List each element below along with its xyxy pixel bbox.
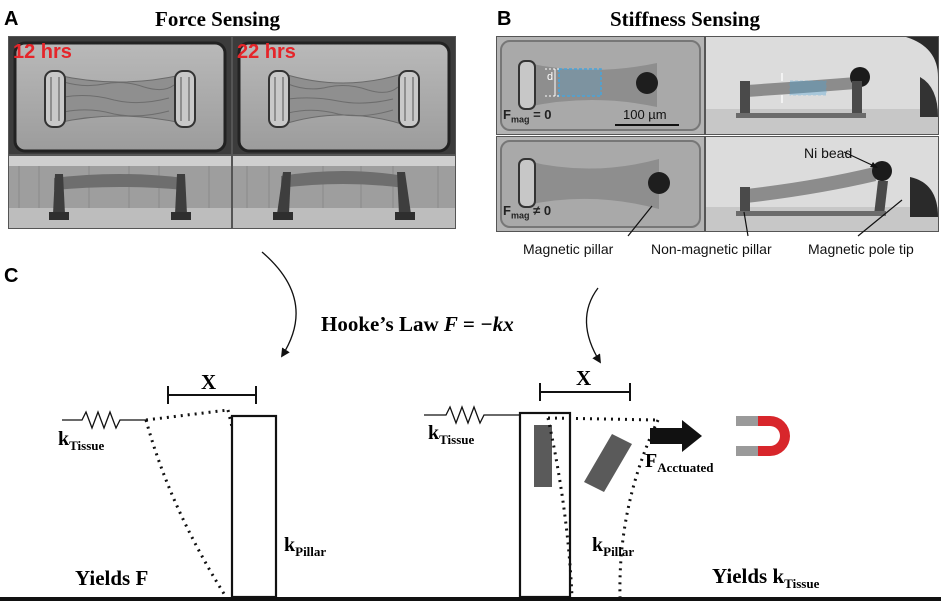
fmag-symbol: F: [503, 107, 511, 122]
horseshoe-magnet-icon: [758, 416, 790, 456]
time-label-22hrs: 22 hrs: [237, 41, 296, 63]
tissue-spring-right: [424, 405, 520, 425]
f-actuated-symbol: F: [645, 450, 658, 472]
left-schematic: [62, 386, 278, 599]
fmag-sub: mag: [510, 210, 530, 221]
fmag-zero-label: Fmag = 0: [503, 107, 552, 125]
fmag-nonzero-label: Fmag ≠ 0: [503, 203, 551, 221]
k-pillar-right-label: kPillar: [592, 534, 634, 560]
micrograph-fmag-zero-side-image: [706, 37, 938, 134]
panel-b-letter: B: [497, 8, 512, 30]
non-magnetic-pillar-label: Non-magnetic pillar: [651, 241, 772, 257]
magnet-pole-bottom: [736, 446, 758, 456]
micrograph-12hrs-side: [8, 155, 232, 229]
k-tissue-right-label: kTissue: [428, 422, 474, 448]
micrograph-12hrs-side-image: [9, 156, 231, 228]
pillar-rest-left: [230, 414, 278, 599]
k-tissue-sub: Tissue: [69, 438, 105, 453]
k-symbol: k: [428, 422, 440, 444]
yields-k-tissue-label: Yields kTissue: [712, 564, 819, 592]
hookes-law-formula: F = −kx: [443, 312, 514, 336]
actuation-force-arrow: [650, 420, 702, 452]
deflected-pillar-top: [145, 408, 229, 422]
micrograph-22hrs-top: 22 hrs: [232, 36, 456, 155]
fmag-zero-value: = 0: [533, 107, 552, 122]
magnet-pole-top: [736, 416, 758, 426]
micrograph-fmag-zero-top: d Fmag = 0 100 µm: [496, 36, 705, 135]
x-label-left: X: [201, 370, 217, 394]
hookes-law-prefix: Hooke’s Law: [321, 312, 444, 336]
x-label-right: X: [576, 366, 592, 390]
k-pillar-sub: Pillar: [603, 544, 635, 559]
curved-arrow-left: [261, 251, 297, 358]
magnetic-pillar-label: Magnetic pillar: [523, 241, 614, 257]
k-symbol: k: [284, 534, 296, 556]
panel-a-letter: A: [4, 8, 19, 30]
deflected-pillar-right-right-edge: [618, 419, 660, 598]
d-label: d: [547, 71, 554, 83]
micrograph-12hrs-top-image: [9, 37, 231, 154]
micrograph-22hrs-side: [232, 155, 456, 229]
k-pillar-sub: Pillar: [295, 544, 327, 559]
k-pillar-left-label: kPillar: [284, 534, 326, 560]
right-schematic: [424, 383, 790, 599]
k-tissue-left-label: kTissue: [58, 428, 104, 454]
f-actuated-sub: Acctuated: [657, 460, 714, 475]
panel-c-letter: C: [4, 265, 19, 287]
f-actuated-label: FAcctuated: [645, 450, 714, 476]
panel-b-title: Stiffness Sensing: [610, 7, 760, 31]
magnetic-insert-rest: [534, 425, 552, 487]
yields-f-label: Yields F: [75, 566, 149, 590]
ground-line: [0, 597, 941, 601]
magnetic-pole-tip-label: Magnetic pole tip: [808, 241, 914, 257]
yields-k-sub: Tissue: [784, 576, 820, 592]
ni-bead-label: Ni bead: [804, 145, 853, 161]
time-label-12hrs: 12 hrs: [13, 41, 72, 63]
scale-bar-label: 100 µm: [623, 107, 667, 122]
micrograph-fmag-nonzero-top-image: [497, 137, 704, 231]
hookes-law-equation: Hooke’s Law F = −kx: [321, 312, 514, 337]
deflected-pillar-right-top: [547, 416, 659, 422]
micrograph-fmag-nonzero-top: Fmag ≠ 0: [496, 136, 705, 232]
tissue-spring-left: [62, 410, 146, 430]
magnetic-insert-deflected: [584, 434, 632, 492]
yields-k-prefix: Yields k: [712, 564, 785, 588]
micrograph-fmag-zero-side: [705, 36, 939, 135]
micrograph-fmag-zero-top-image: [497, 37, 704, 134]
micrograph-22hrs-side-image: [233, 156, 455, 228]
deflected-pillar-left-edge: [144, 419, 228, 598]
k-tissue-sub: Tissue: [439, 432, 475, 447]
fmag-nonzero-value: ≠ 0: [533, 203, 552, 218]
micrograph-22hrs-top-image: [233, 37, 455, 154]
fmag-symbol: F: [503, 203, 511, 218]
panel-a-title: Force Sensing: [155, 7, 281, 31]
k-symbol: k: [592, 534, 604, 556]
fmag-sub: mag: [510, 114, 530, 125]
deflected-pillar-right-left-edge: [546, 417, 574, 598]
micrograph-12hrs-top: 12 hrs: [8, 36, 232, 155]
k-symbol: k: [58, 428, 70, 450]
curved-arrow-right: [585, 287, 601, 364]
